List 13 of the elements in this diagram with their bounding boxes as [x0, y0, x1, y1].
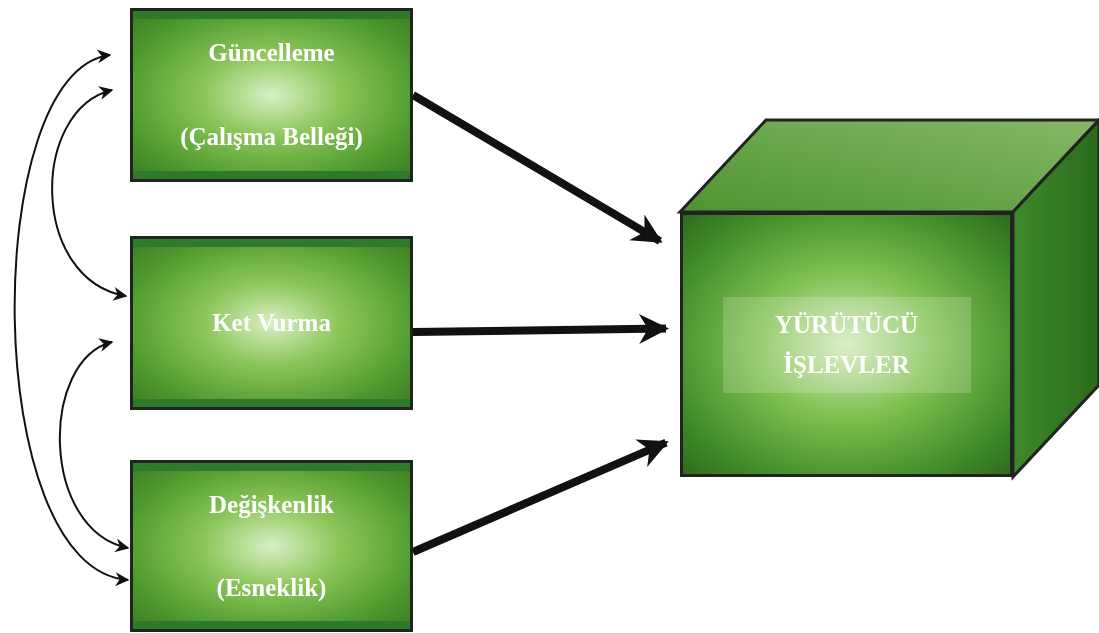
process-box	[130, 236, 413, 410]
double-headed-arrow	[51, 88, 128, 299]
box-label: Değişkenlik	[209, 489, 334, 520]
box-label: Güncelleme	[208, 38, 335, 69]
box-label: (Esneklik)	[216, 572, 327, 604]
cube-label: YÜRÜTÜCÜ İŞLEVLER	[722, 296, 971, 393]
box-label: (Çalışma Belleği)	[180, 122, 363, 153]
arrow	[412, 313, 669, 344]
arrow	[411, 438, 669, 556]
process-box	[130, 460, 413, 632]
process-box	[130, 8, 413, 182]
box-label: Ket Vurma	[212, 308, 331, 339]
double-headed-arrow	[59, 340, 130, 551]
